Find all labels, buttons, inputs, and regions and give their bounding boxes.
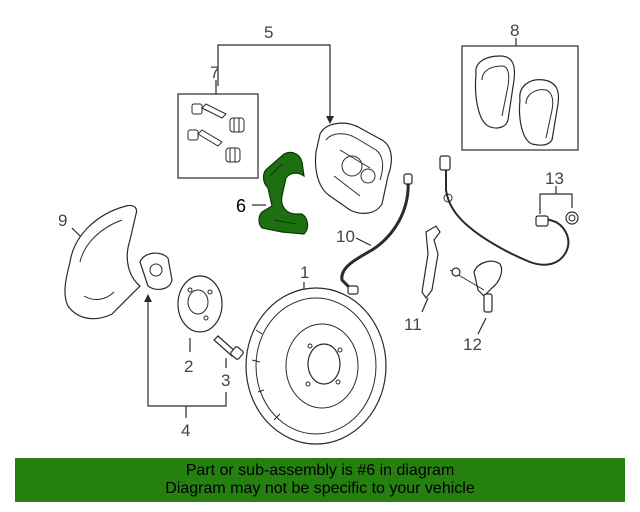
- brake-hose: [337, 173, 413, 295]
- callout-4: 4: [181, 421, 190, 440]
- hub-bolt: [213, 335, 244, 360]
- info-banner: Part or sub-assembly is #6 in diagram Di…: [15, 458, 625, 502]
- callout-13: 13: [545, 169, 564, 188]
- callout-7: 7: [210, 63, 219, 82]
- callout-2: 2: [184, 357, 193, 376]
- banner-line-1: Part or sub-assembly is #6 in diagram: [185, 462, 455, 479]
- banner-line-2: Diagram may not be specific to your vehi…: [165, 480, 475, 497]
- brake-pad-set: [461, 45, 579, 151]
- wheel-hub: [139, 252, 223, 333]
- callout-8: 8: [510, 21, 519, 40]
- callout-5: 5: [264, 23, 273, 42]
- callout-10: 10: [336, 227, 355, 246]
- callout-6: 6: [236, 196, 246, 216]
- abs-sensor-wire: [439, 155, 570, 266]
- hose-bracket: [421, 225, 441, 300]
- caliper-bracket-highlighted: [258, 151, 309, 235]
- splash-shield: [64, 204, 141, 320]
- callout-labels: 4 1 2 3 5 6 7 8 9 10 11 12 13: [58, 21, 564, 440]
- callout-12: 12: [463, 335, 482, 354]
- brake-caliper: [314, 122, 392, 214]
- callout-9: 9: [58, 211, 67, 230]
- callout-3: 3: [221, 371, 230, 390]
- callout-1: 1: [300, 263, 309, 282]
- pad-wear-sensor: [449, 260, 503, 313]
- leader-lines: [71, 38, 573, 418]
- abs-sensor-parts: [535, 211, 579, 227]
- guide-pin-kit: [177, 93, 259, 179]
- brake-rotor: [245, 287, 387, 445]
- callout-11: 11: [404, 315, 422, 334]
